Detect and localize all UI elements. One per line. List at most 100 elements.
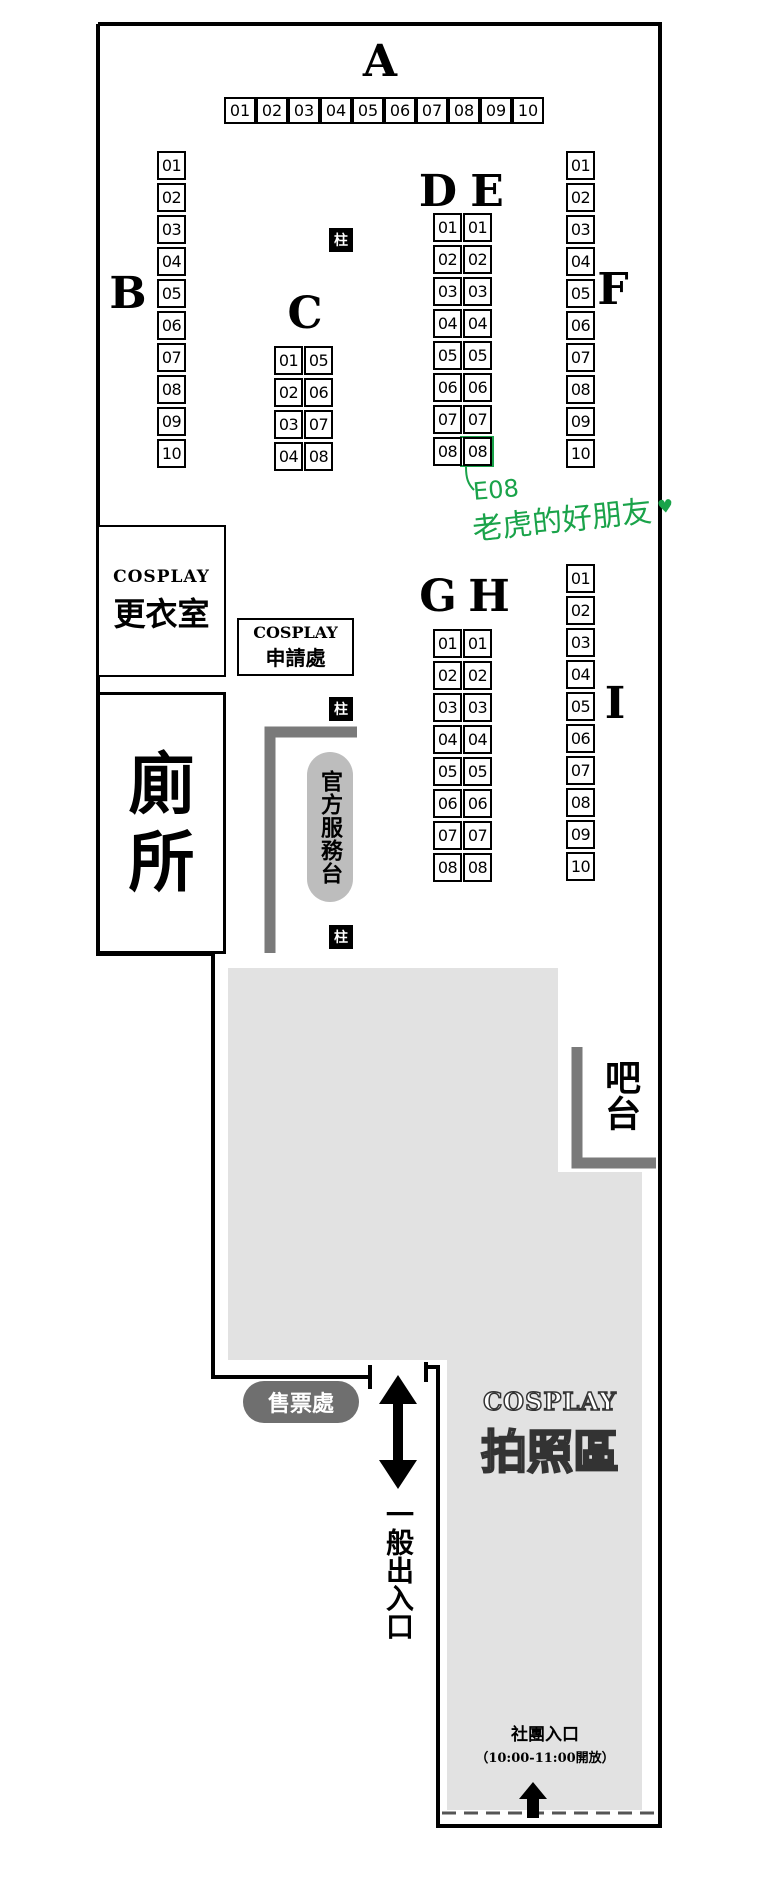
booth-b-03: 03 <box>157 215 186 244</box>
booth-i-03: 03 <box>566 628 595 657</box>
booth-b-07: 07 <box>157 343 186 372</box>
booth-cl-02: 02 <box>274 378 303 407</box>
booth-h-02: 02 <box>463 661 492 690</box>
booth-b-06: 06 <box>157 311 186 340</box>
booth-b-05: 05 <box>157 279 186 308</box>
booth-cr-05: 05 <box>304 346 333 375</box>
booth-f-05: 05 <box>566 279 595 308</box>
service-desk: 官方服務台 <box>307 752 353 902</box>
booth-a-10: 10 <box>512 97 544 124</box>
booth-h-08: 08 <box>463 853 492 882</box>
booth-f-04: 04 <box>566 247 595 276</box>
booth-a-09: 09 <box>480 97 512 124</box>
booth-a-01: 01 <box>224 97 256 124</box>
restroom-line1: 廁 <box>128 745 195 823</box>
booth-a-03: 03 <box>288 97 320 124</box>
booth-cr-07: 07 <box>304 410 333 439</box>
photo-area-line2: 拍照區 <box>480 1424 620 1480</box>
booth-cr-08: 08 <box>304 442 333 471</box>
booth-h-07: 07 <box>463 821 492 850</box>
booth-i-02: 02 <box>566 596 595 625</box>
pillar-2: 柱 <box>329 697 353 721</box>
club-entrance-line1: 社團入口 <box>511 1725 579 1745</box>
booth-cl-03: 03 <box>274 410 303 439</box>
booth-f-07: 07 <box>566 343 595 372</box>
booth-i-05: 05 <box>566 692 595 721</box>
booth-g-01: 01 <box>433 629 462 658</box>
booth-d-08: 08 <box>433 437 462 466</box>
booth-b-04: 04 <box>157 247 186 276</box>
booth-e-06: 06 <box>463 373 492 402</box>
zone-c-letter: C <box>287 288 323 339</box>
booth-i-01: 01 <box>566 564 595 593</box>
bar-counter <box>571 1047 656 1169</box>
booth-a-06: 06 <box>384 97 416 124</box>
booth-i-08: 08 <box>566 788 595 817</box>
booth-h-01: 01 <box>463 629 492 658</box>
zone-b-letter: B <box>109 268 147 319</box>
zone-h-letter: H <box>468 571 510 622</box>
booth-a-07: 07 <box>416 97 448 124</box>
booth-a-02: 02 <box>256 97 288 124</box>
booth-i-04: 04 <box>566 660 595 689</box>
booth-i-10: 10 <box>566 852 595 881</box>
booth-g-08: 08 <box>433 853 462 882</box>
booth-d-06: 06 <box>433 373 462 402</box>
booth-a-05: 05 <box>352 97 384 124</box>
restroom: 廁 所 <box>97 692 226 954</box>
booth-e-05: 05 <box>463 341 492 370</box>
zone-f-letter: F <box>597 264 629 315</box>
booth-h-06: 06 <box>463 789 492 818</box>
booth-i-06: 06 <box>566 724 595 753</box>
cosplay-apply-desk: COSPLAY 申請處 <box>237 618 354 676</box>
booth-f-08: 08 <box>566 375 595 404</box>
zone-a-letter: A <box>362 36 398 87</box>
booth-g-05: 05 <box>433 757 462 786</box>
booth-a-04: 04 <box>320 97 352 124</box>
booth-e-04: 04 <box>463 309 492 338</box>
zone-g-letter: G <box>419 571 457 622</box>
booth-cr-06: 06 <box>304 378 333 407</box>
changing-room-line1: COSPLAY <box>113 567 210 587</box>
booth-f-10: 10 <box>566 439 595 468</box>
club-entrance-line2: （10:00-11:00開放） <box>475 1751 615 1766</box>
pillar-3: 柱 <box>329 925 353 949</box>
ticket-office: 售票處 <box>243 1381 359 1423</box>
booth-e-07: 07 <box>463 405 492 434</box>
booth-a-08: 08 <box>448 97 480 124</box>
booth-e-02: 02 <box>463 245 492 274</box>
zone-i-letter: I <box>604 678 626 729</box>
photo-area <box>228 968 642 1810</box>
photo-area-label: COSPLAY 拍照區 <box>455 1386 645 1482</box>
booth-g-07: 07 <box>433 821 462 850</box>
booth-e-01: 01 <box>463 213 492 242</box>
service-counter <box>264 726 357 953</box>
booth-cl-04: 04 <box>274 442 303 471</box>
booth-d-07: 07 <box>433 405 462 434</box>
zone-e-letter: E <box>470 166 504 217</box>
zone-d-letter: D <box>418 166 458 217</box>
bar-label: 吧台 <box>599 1059 641 1131</box>
booth-b-10: 10 <box>157 439 186 468</box>
booth-h-03: 03 <box>463 693 492 722</box>
apply-line1: COSPLAY <box>253 623 338 642</box>
pillar-1: 柱 <box>329 228 353 252</box>
booth-f-09: 09 <box>566 407 595 436</box>
photo-area-line1: COSPLAY <box>482 1386 617 1417</box>
booth-b-01: 01 <box>157 151 186 180</box>
cosplay-changing-room: COSPLAY 更衣室 <box>97 525 226 677</box>
annotation-line <box>465 466 475 491</box>
booth-e-08: 08 <box>463 437 492 466</box>
booth-cl-01: 01 <box>274 346 303 375</box>
booth-b-08: 08 <box>157 375 186 404</box>
club-entrance-label: 社團入口 （10:00-11:00開放） <box>445 1720 645 1766</box>
booth-b-02: 02 <box>157 183 186 212</box>
heart-icon: ♥ <box>656 495 675 518</box>
apply-line2: 申請處 <box>265 646 326 670</box>
booth-f-01: 01 <box>566 151 595 180</box>
booth-e-03: 03 <box>463 277 492 306</box>
restroom-line2: 所 <box>128 823 195 901</box>
booth-b-09: 09 <box>157 407 186 436</box>
booth-g-02: 02 <box>433 661 462 690</box>
